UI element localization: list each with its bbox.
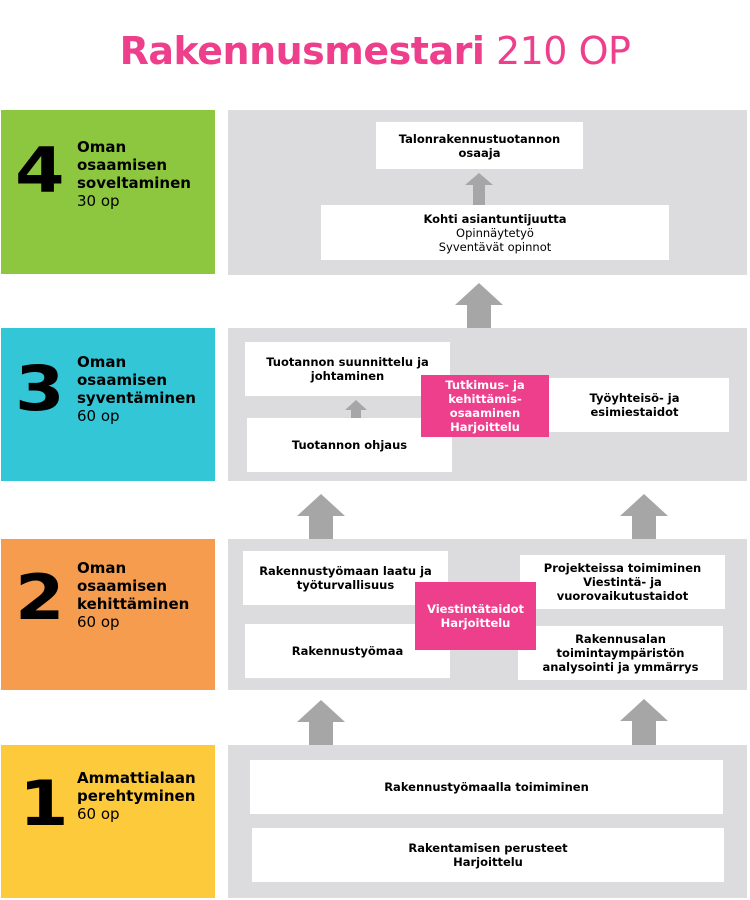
box-line: Rakentamisen perusteet [408, 841, 568, 855]
title-bold: Rakennusmestari [119, 29, 485, 73]
box-line: johtaminen [310, 369, 385, 383]
box-line: osaaja [458, 145, 501, 160]
box-line: Harjoittelu [453, 855, 523, 869]
box-line: Tuotannon ohjaus [291, 438, 408, 452]
arrow-up-icon [297, 494, 345, 539]
communication-skills-box: Viestintätaidot Harjoittelu [415, 582, 536, 650]
level-credits: 60 op [77, 407, 120, 425]
box-line: Viestintätaidot [427, 602, 524, 616]
box-line: vuorovaikutustaidot [556, 589, 689, 603]
level-2-panel: 2 Oman osaamisen kehittäminen 60 op [1, 539, 215, 690]
level-name-line: Oman [77, 138, 127, 156]
box-line: kehittämis- [448, 392, 522, 406]
level-name-line: kehittäminen [77, 595, 190, 613]
level-name-line: Oman [77, 559, 127, 577]
production-control-box: Tuotannon ohjaus [247, 418, 452, 472]
expertise-box: Kohti asiantuntijuutta Opinnäytetyö Syve… [321, 205, 669, 260]
box-line: Tuotannon suunnittelu ja [266, 355, 429, 369]
box-line: Projekteissa toimiminen [543, 561, 702, 575]
level-1-panel: 1 Ammattialaan perehtyminen 60 op [1, 745, 215, 898]
target-competence-box: Talonrakennustuotannon osaaja [376, 122, 583, 169]
box-line: Rakennusalan [575, 632, 666, 646]
box-line: Rakennustyömaa [291, 644, 404, 658]
level-label: Oman osaamisen kehittäminen 60 op [77, 559, 189, 631]
box-line: toimintaympäristön [556, 646, 685, 660]
arrow-up-icon [455, 283, 503, 328]
box-title: Kohti asiantuntijuutta [423, 211, 567, 226]
level-3-panel: 3 Oman osaamisen syventäminen 60 op [1, 328, 215, 481]
box-line: Työyhteisö- ja [589, 391, 680, 405]
level-credits: 60 op [77, 613, 120, 631]
site-quality-box: Rakennustyömaan laatu ja työturvallisuus [243, 551, 448, 605]
box-subline: Opinnäytetyö [456, 225, 534, 240]
level-name-line: Oman [77, 353, 127, 371]
box-subline: Syventävät opinnot [438, 239, 552, 254]
box-line: Harjoittelu [450, 420, 520, 434]
arrow-up-icon [345, 400, 367, 418]
level-name-line: Ammattialaan [77, 769, 196, 787]
box-line: työturvallisuus [296, 578, 395, 592]
level-number: 3 [15, 352, 65, 425]
projects-box: Projekteissa toimiminen Viestintä- ja vu… [520, 555, 725, 609]
level-number: 2 [15, 561, 65, 634]
title-credits: 210 OP [495, 29, 631, 73]
industry-environment-box: Rakennusalan toimintaympäristön analysoi… [518, 626, 723, 680]
level-credits: 60 op [77, 805, 120, 823]
arrow-up-icon [620, 699, 668, 745]
level-name-line: osaamisen [77, 371, 168, 389]
production-planning-box: Tuotannon suunnittelu ja johtaminen [245, 342, 450, 396]
level-label: Oman osaamisen soveltaminen 30 op [77, 138, 191, 210]
level-name-line: syventäminen [77, 389, 196, 407]
level-credits: 30 op [77, 192, 120, 210]
box-line: Rakennustyömaan laatu ja [259, 564, 432, 578]
box-line: analysointi ja ymmärrys [542, 660, 699, 674]
workplace-skills-box: Työyhteisö- ja esimiestaidot [540, 378, 729, 432]
construction-basics-box: Rakentamisen perusteet Harjoittelu [252, 828, 724, 882]
level-4-panel: 4 Oman osaamisen soveltaminen 30 op [1, 110, 215, 274]
arrow-up-icon [465, 173, 493, 205]
page-title: Rakennusmestari 210 OP [0, 28, 750, 74]
level-name-line: perehtyminen [77, 787, 196, 805]
level-name-line: osaamisen [77, 577, 168, 595]
arrow-up-icon [620, 494, 668, 539]
research-development-box: Tutkimus- ja kehittämis- osaaminen Harjo… [421, 375, 549, 437]
box-line: Viestintä- ja [583, 575, 662, 589]
level-label: Ammattialaan perehtyminen 60 op [77, 769, 196, 823]
box-line: esimiestaidot [590, 405, 679, 419]
level-number: 1 [19, 767, 69, 840]
box-line: Rakennustyömaalla toimiminen [384, 780, 589, 794]
level-number: 4 [15, 134, 65, 207]
level-label: Oman osaamisen syventäminen 60 op [77, 353, 196, 425]
arrow-up-icon [297, 700, 345, 745]
box-line: Talonrakennustuotannon [398, 131, 561, 146]
level-name-line: osaamisen [77, 156, 168, 174]
construction-site-box: Rakennustyömaa [245, 624, 450, 678]
level-name-line: soveltaminen [77, 174, 191, 192]
site-operations-box: Rakennustyömaalla toimiminen [250, 760, 723, 814]
box-line: Harjoittelu [440, 616, 511, 630]
box-line: osaaminen [449, 406, 521, 420]
box-line: Tutkimus- ja [445, 378, 525, 392]
